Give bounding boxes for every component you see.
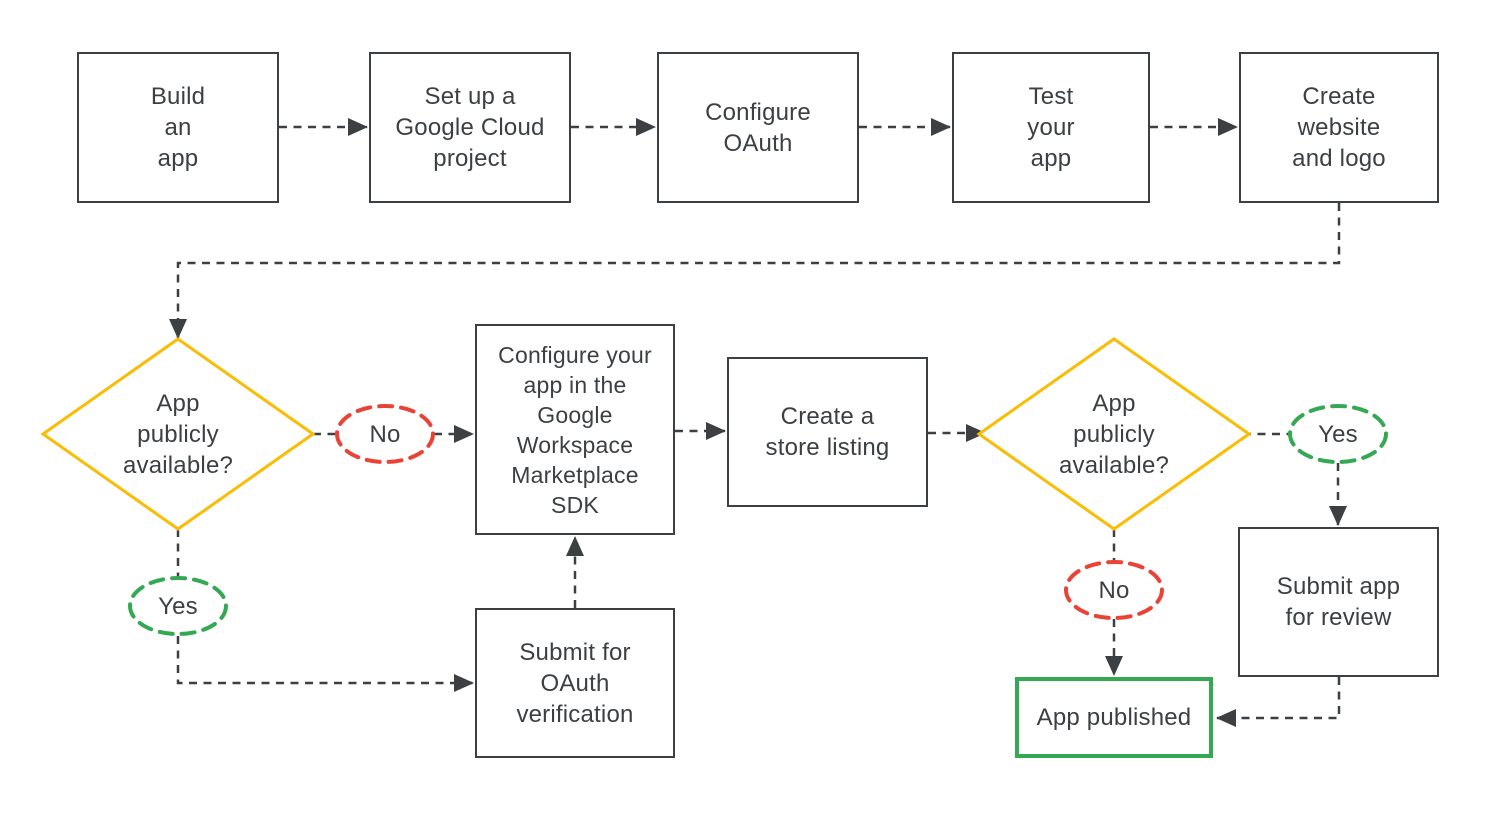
oval-shape-icon bbox=[1288, 404, 1388, 464]
node-setup-google-cloud-project: Set up a Google Cloud project bbox=[369, 52, 571, 203]
node-configure-oauth-label: Configure OAuth bbox=[705, 98, 811, 157]
node-create-website-and-logo-label: Create website and logo bbox=[1292, 83, 1386, 172]
node-create-a-store-listing-label: Create a store listing bbox=[765, 403, 890, 461]
node-create-website-and-logo: Create website and logo bbox=[1239, 52, 1439, 203]
node-no-1: No bbox=[333, 402, 437, 466]
node-yes-2: Yes bbox=[1286, 402, 1390, 466]
no-2-label: No bbox=[1098, 576, 1130, 604]
node-configure-oauth: Configure OAuth bbox=[657, 52, 859, 203]
no-1-label: No bbox=[369, 420, 401, 448]
yes-2-label: Yes bbox=[1318, 420, 1358, 448]
yes-1-label: Yes bbox=[158, 592, 198, 620]
node-test-your-app-label: Test your app bbox=[1027, 83, 1075, 172]
edge-yes-to-submit-oauth bbox=[176, 636, 475, 693]
oval-shape-icon bbox=[128, 576, 228, 636]
node-yes-1: Yes bbox=[126, 574, 230, 638]
node-no-2: No bbox=[1062, 558, 1166, 622]
node-configure-app-marketplace-sdk-label: Configure your app in the Google Workspa… bbox=[498, 341, 652, 518]
oval-shape-icon bbox=[1064, 560, 1164, 620]
node-build-an-app-label: Build an app bbox=[150, 83, 206, 172]
decision2-label: App publicly available? bbox=[1058, 389, 1170, 479]
node-decision-app-publicly-available-1: App publicly available? bbox=[40, 336, 316, 532]
node-create-a-store-listing: Create a store listing bbox=[727, 357, 928, 507]
oval-shape-icon bbox=[335, 404, 435, 464]
node-submit-app-for-review: Submit app for review bbox=[1238, 527, 1439, 677]
decision1-label: App publicly available? bbox=[122, 389, 234, 479]
edge-website-to-decision1 bbox=[168, 203, 1341, 340]
diamond-shape-icon bbox=[40, 337, 316, 531]
node-submit-for-oauth-verification: Submit for OAuth verification bbox=[475, 608, 675, 758]
node-submit-for-oauth-verification-label: Submit for OAuth verification bbox=[516, 638, 634, 728]
node-decision-app-publicly-available-2: App publicly available? bbox=[976, 336, 1252, 532]
node-submit-app-for-review-label: Submit app for review bbox=[1276, 573, 1401, 631]
edge-submit-review-to-app-published bbox=[1215, 677, 1341, 727]
node-test-your-app: Test your app bbox=[952, 52, 1150, 203]
node-app-published-label: App published bbox=[1036, 704, 1192, 731]
node-setup-google-cloud-project-label: Set up a Google Cloud project bbox=[395, 83, 545, 172]
node-app-published: App published bbox=[1015, 677, 1213, 758]
diamond-shape-icon bbox=[976, 337, 1252, 531]
node-build-an-app: Build an app bbox=[77, 52, 279, 203]
node-configure-app-marketplace-sdk: Configure your app in the Google Workspa… bbox=[475, 324, 675, 535]
